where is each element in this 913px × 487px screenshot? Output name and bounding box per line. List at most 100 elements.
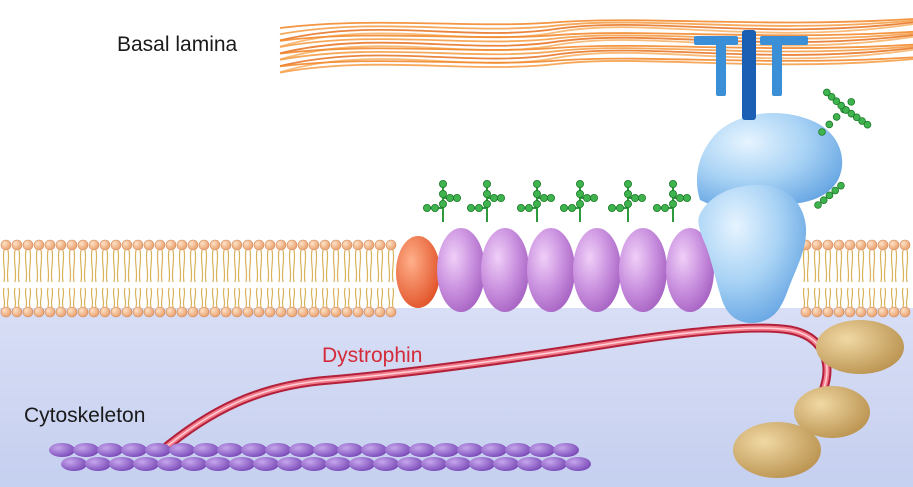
glycan-chains [422, 179, 692, 222]
actin-bead [157, 457, 183, 471]
lipid-tail [288, 249, 296, 283]
globular-protein-3 [733, 422, 821, 478]
lipid-head [242, 239, 254, 251]
lipid-tail [123, 287, 131, 308]
lamina-fiber [279, 43, 913, 55]
sarcoglycan-ovals [437, 228, 714, 312]
lipid-head [99, 306, 111, 318]
glycan-bead [842, 106, 850, 114]
glycan-chain [608, 179, 647, 222]
lipid-tail [178, 249, 186, 283]
lipid-head [833, 239, 845, 251]
lamina-fiber [279, 56, 913, 68]
lipid-tail [277, 249, 285, 283]
lipid-tail [233, 249, 241, 283]
lipid-tail [299, 287, 307, 308]
lipid-head [286, 239, 298, 251]
lipid-tail [2, 249, 10, 283]
actin-bead [409, 443, 435, 457]
lipid-head [187, 239, 199, 251]
lipid-head [341, 239, 353, 251]
lipid-tail [835, 287, 843, 308]
lipid-tail [123, 249, 131, 283]
lipid-tail [24, 287, 32, 308]
lipid-head [154, 239, 166, 251]
glycan-bead [823, 88, 831, 97]
lipid-head [899, 239, 911, 251]
actin-bead [385, 443, 411, 457]
sarcoglycan-oval-5 [619, 228, 667, 312]
lipid-tail [13, 249, 21, 283]
lipid-tail [35, 287, 43, 308]
lipid-tail [813, 287, 821, 308]
lipid-head [844, 239, 856, 251]
lipid-head [77, 306, 89, 318]
sarcoglycan-oval-6 [666, 228, 714, 312]
actin-bead [565, 457, 591, 471]
actin-bead [457, 443, 483, 457]
lamina-fiber [279, 36, 913, 61]
actin-bead [349, 457, 375, 471]
lipid-tail [167, 249, 175, 283]
actin-bead [433, 443, 459, 457]
actin-bead [469, 457, 495, 471]
lipid-tail [156, 249, 164, 283]
lipid-head [822, 239, 834, 251]
lipid-head [22, 306, 34, 318]
actin-bead [241, 443, 267, 457]
lipid-head [877, 239, 889, 251]
lipid-head [330, 239, 342, 251]
lamina-fiber [279, 19, 913, 36]
label-cytoskeleton: Cytoskeleton [24, 404, 146, 427]
lipid-tail [846, 287, 854, 308]
lipid-head [275, 239, 287, 251]
lipid-tail [901, 287, 909, 308]
actin-bead [109, 457, 135, 471]
sarcoglycan-oval-4 [573, 228, 621, 312]
lipid-head [209, 306, 221, 318]
lipid-tail [112, 249, 120, 283]
globular-protein-2 [794, 386, 870, 438]
lipid-head [888, 239, 900, 251]
actin-bead [517, 457, 543, 471]
lipid-tail [244, 249, 252, 283]
glycan-bead [825, 120, 834, 129]
lipid-tail [134, 287, 142, 308]
actin-bead [397, 457, 423, 471]
glycan-bead [814, 201, 822, 209]
lipid-tail [79, 249, 87, 283]
lipid-tail [354, 249, 362, 283]
lipid-head [77, 239, 89, 251]
lipid-tail [824, 287, 832, 308]
lipid-head [198, 239, 210, 251]
lipid-tail [178, 287, 186, 308]
lipid-head [209, 239, 221, 251]
lipid-head [110, 306, 122, 318]
lipid-head [22, 239, 34, 251]
lipid-tail [354, 287, 362, 308]
lipid-head [187, 306, 199, 318]
lipid-head [866, 306, 878, 318]
lipid-tail [233, 287, 241, 308]
lipid-tail [156, 287, 164, 308]
lipid-tail [68, 287, 76, 308]
lipid-head [297, 239, 309, 251]
lipid-head [66, 306, 78, 318]
lipid-tail [332, 249, 340, 283]
lipid-head [319, 239, 331, 251]
lipid-head [385, 239, 397, 251]
dystroglycan-complex [696, 112, 843, 324]
lipid-head [319, 306, 331, 318]
lipid-head [154, 306, 166, 318]
lipid-tail [376, 287, 384, 308]
lipid-head [44, 306, 56, 318]
glycan-bead [858, 117, 866, 125]
lamina-fiber [279, 48, 913, 74]
lipid-tail [288, 287, 296, 308]
lipid-head [33, 239, 45, 251]
lipid-tail [255, 249, 263, 283]
lipid-head [811, 239, 823, 251]
lipid-head [132, 239, 144, 251]
lipid-tail [387, 287, 395, 308]
glycan-bead [847, 109, 856, 118]
